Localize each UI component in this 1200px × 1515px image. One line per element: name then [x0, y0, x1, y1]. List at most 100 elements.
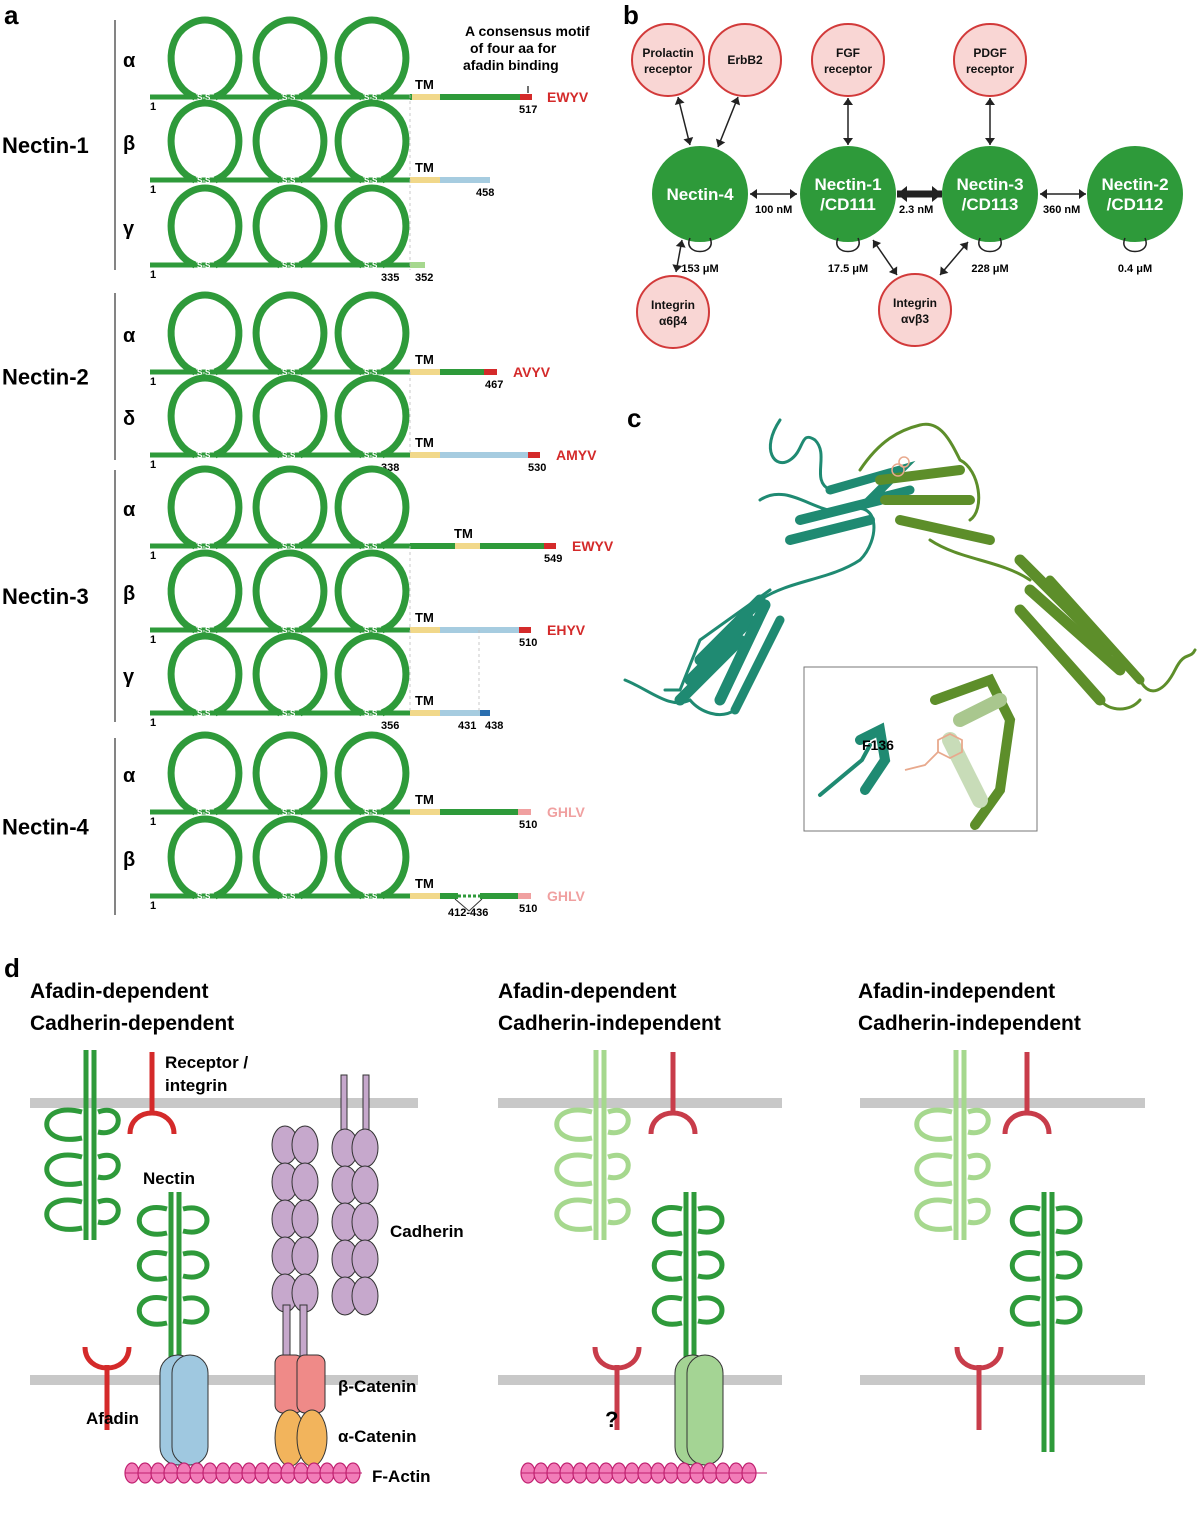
receptor-head — [954, 1346, 1004, 1371]
nectin-ig-loop — [554, 1107, 593, 1142]
inset-ribbons — [818, 673, 1016, 830]
disulfide-label: S-S — [364, 709, 378, 718]
nectin-ig-loop — [44, 1152, 83, 1187]
disulfide-label: S-S — [364, 451, 378, 460]
ig-domain-loop — [256, 553, 324, 630]
start-residue: 1 — [150, 459, 156, 471]
cadherin-ec-domain — [291, 1125, 319, 1165]
afadin-protein — [171, 1354, 209, 1466]
nectin-ribbon-olive — [858, 422, 1197, 711]
disulfide-label: S-S — [364, 93, 378, 102]
start-residue: 1 — [150, 634, 156, 646]
interaction-arrow — [872, 239, 898, 276]
ig-domain-loop — [171, 735, 239, 812]
afadin-protein — [686, 1354, 724, 1466]
tm-label: TM — [454, 526, 473, 541]
residue-number: 356 — [381, 720, 399, 732]
nectin-alias: /CD111 — [820, 195, 876, 214]
nectin-ig-loop — [1009, 1250, 1041, 1282]
end-residue: 467 — [485, 379, 503, 391]
nectin-name: Nectin-3 — [956, 175, 1023, 194]
nectin-ig-loop — [44, 1107, 83, 1142]
arrow-head — [675, 240, 686, 248]
nectin-ig-loop — [554, 1197, 593, 1232]
arrow-head — [1040, 189, 1047, 199]
disulfide-label: S-S — [282, 892, 296, 901]
partner-node — [708, 23, 782, 97]
arrow-head — [959, 242, 968, 251]
ig-domain-loop — [256, 103, 324, 180]
panel-d-adhesion-models: Afadin-dependentCadherin-dependentAfadin… — [30, 980, 1145, 1486]
disulfide-label: S-S — [197, 709, 211, 718]
disulfide-label: S-S — [282, 176, 296, 185]
start-residue: 1 — [150, 816, 156, 828]
ig-domain-loop — [171, 469, 239, 546]
interaction-arrow — [717, 96, 739, 148]
partner-node — [811, 23, 885, 97]
ig-domain-loop — [171, 378, 239, 455]
unknown-mark: ? — [605, 1407, 618, 1432]
arrow-head — [683, 136, 694, 145]
upper-membrane — [498, 1098, 782, 1108]
ig-domain-loop — [256, 20, 324, 97]
tm-label: TM — [415, 876, 434, 891]
lower-membrane — [860, 1375, 1145, 1385]
ig-domain-loop — [338, 553, 406, 630]
nectin-ig-loop — [1055, 1205, 1083, 1235]
nectin-name: Nectin-1 — [814, 175, 881, 194]
arrow-head — [715, 138, 726, 147]
nectin-name: Nectin-2 — [1101, 175, 1168, 194]
partner-name-2: α6β4 — [659, 314, 687, 328]
ig-domain-loop — [338, 378, 406, 455]
partner-node — [631, 23, 705, 97]
model-subtitle: Cadherin-independent — [498, 1012, 721, 1035]
arrow-head — [1079, 189, 1086, 199]
arrow-head — [843, 138, 853, 145]
disulfide-label: S-S — [282, 808, 296, 817]
ig-domain-loop — [338, 103, 406, 180]
ig-domain-loop — [171, 295, 239, 372]
nectin-ig-loop — [697, 1205, 725, 1235]
disulfide-label: S-S — [197, 451, 211, 460]
nectin-ig-loop — [697, 1250, 725, 1280]
homophilic-affinity: 153 μM — [681, 263, 718, 275]
arrow-head — [843, 98, 853, 105]
end-residue: 549 — [544, 553, 562, 565]
nectin-ig-loop — [607, 1107, 631, 1136]
nectin-ig-loop — [607, 1152, 631, 1181]
partner-name-2: αvβ3 — [901, 312, 929, 326]
family-name: Nectin-4 — [2, 815, 90, 840]
end-residue: 438 — [485, 720, 503, 732]
nectin-alias: /CD112 — [1107, 195, 1164, 214]
isoform-label: γ — [123, 666, 135, 688]
binding-affinity: 100 nM — [755, 204, 792, 216]
panel-c-label: c — [627, 403, 641, 433]
cadherin-stem — [282, 1304, 291, 1361]
start-residue: 1 — [150, 900, 156, 912]
disulfide-label: S-S — [197, 626, 211, 635]
ig-domain-loop — [171, 20, 239, 97]
afadin-motif: EHYV — [547, 622, 586, 638]
start-residue: 1 — [150, 376, 156, 388]
arrow-head — [750, 189, 757, 199]
disulfide-label: S-S — [364, 892, 378, 901]
nectin-node — [1087, 146, 1183, 242]
nectin-ig-loop — [697, 1295, 725, 1325]
end-residue: 530 — [528, 462, 546, 474]
upper-membrane — [860, 1098, 1145, 1108]
disulfide-label: S-S — [282, 93, 296, 102]
tm-label: TM — [415, 792, 434, 807]
receptor-head — [127, 1110, 177, 1135]
partner-name: FGF — [836, 46, 860, 60]
isoform-label: γ — [123, 218, 135, 240]
disulfide-label: S-S — [197, 892, 211, 901]
nectin-ig-loop — [914, 1107, 953, 1142]
disulfide-label: S-S — [282, 451, 296, 460]
alpha-catenin-label: α-Catenin — [338, 1427, 416, 1446]
family-name: Nectin-2 — [2, 365, 89, 390]
ig-domain-loop — [338, 295, 406, 372]
end-residue: 510 — [519, 637, 537, 649]
end-residue: 352 — [415, 272, 433, 284]
